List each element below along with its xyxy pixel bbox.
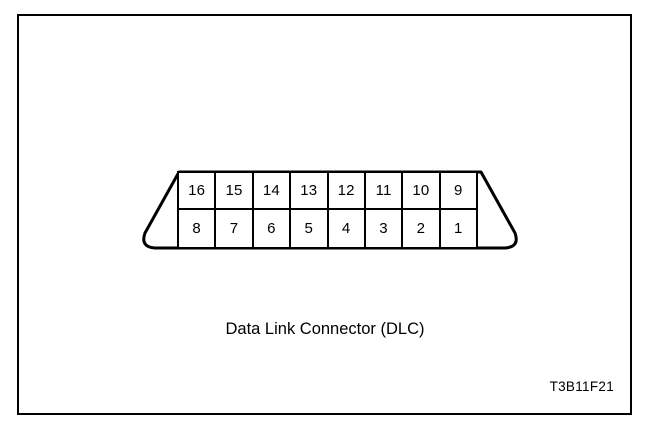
pin-cell-6[interactable]: 6 bbox=[253, 210, 292, 247]
pin-cell-16[interactable]: 16 bbox=[179, 173, 217, 208]
pin-cell-9[interactable]: 9 bbox=[440, 173, 476, 208]
pin-cell-12[interactable]: 12 bbox=[328, 173, 366, 208]
dlc-connector-diagram: 16 15 14 13 12 11 10 9 8 7 6 5 4 3 2 1 bbox=[135, 165, 525, 257]
pin-cell-7[interactable]: 7 bbox=[216, 210, 254, 247]
pin-cell-10[interactable]: 10 bbox=[403, 173, 441, 208]
pin-cell-13[interactable]: 13 bbox=[291, 173, 329, 208]
pin-cell-5[interactable]: 5 bbox=[291, 210, 329, 247]
pin-cell-1[interactable]: 1 bbox=[440, 210, 476, 247]
pin-cell-3[interactable]: 3 bbox=[365, 210, 404, 247]
figure-reference-code: T3B11F21 bbox=[549, 379, 614, 394]
pin-cell-15[interactable]: 15 bbox=[216, 173, 254, 208]
pin-cell-14[interactable]: 14 bbox=[253, 173, 292, 208]
pin-row-bottom: 8 7 6 5 4 3 2 1 bbox=[179, 210, 476, 247]
pin-cell-8[interactable]: 8 bbox=[179, 210, 217, 247]
figure-caption: Data Link Connector (DLC) bbox=[225, 320, 425, 338]
pin-cell-2[interactable]: 2 bbox=[403, 210, 441, 247]
pin-cell-4[interactable]: 4 bbox=[328, 210, 366, 247]
pin-cell-11[interactable]: 11 bbox=[365, 173, 404, 208]
pin-row-top: 16 15 14 13 12 11 10 9 bbox=[179, 173, 476, 210]
pin-grid: 16 15 14 13 12 11 10 9 8 7 6 5 4 3 2 1 bbox=[177, 171, 478, 249]
